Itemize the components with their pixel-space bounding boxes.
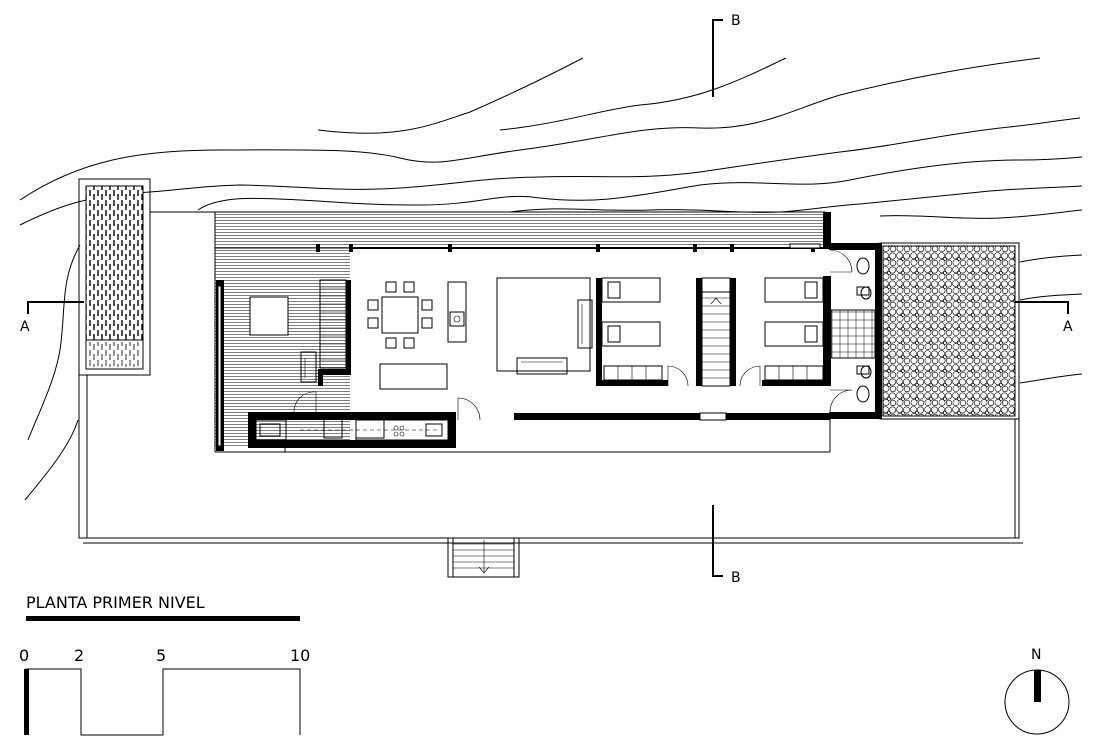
kitchen-island — [379, 363, 448, 390]
doors — [293, 249, 853, 421]
fireplace — [447, 281, 467, 343]
terrain-contours — [19, 57, 1083, 501]
drawing-title: PLANTA PRIMER NIVEL — [26, 593, 205, 612]
kitchen-counter — [255, 415, 449, 441]
scale-tick-0: 0 — [19, 646, 29, 665]
section-mark-a-left: A — [20, 301, 84, 335]
title-underline — [26, 616, 300, 621]
section-label-a-right: A — [1063, 319, 1073, 335]
corridor-stair — [701, 277, 731, 387]
walls — [216, 212, 882, 451]
bedroom-east-furniture — [764, 277, 824, 381]
north-label: N — [1031, 647, 1041, 663]
pool — [78, 178, 151, 539]
scale-bar: 0 2 5 10 — [19, 646, 310, 736]
interior-stair — [300, 279, 347, 383]
section-mark-b-bottom: B — [712, 505, 741, 586]
dining-set — [367, 281, 433, 349]
deck — [214, 211, 826, 453]
scale-tick-10: 10 — [290, 646, 310, 665]
section-label-a-left: A — [20, 319, 30, 335]
gravel-patio — [882, 245, 1016, 417]
section-mark-a-right: A — [1015, 301, 1073, 335]
section-label-b-bottom: B — [731, 570, 741, 586]
north-arrow: N — [1004, 647, 1070, 735]
bedroom-west-furniture — [601, 277, 663, 381]
entry-stairs — [447, 537, 520, 578]
section-mark-b-top: B — [712, 13, 741, 97]
scale-tick-5: 5 — [156, 646, 166, 665]
bathrooms — [830, 257, 876, 403]
section-label-b-top: B — [731, 13, 741, 29]
living-area — [496, 277, 593, 375]
scale-tick-2: 2 — [74, 646, 84, 665]
